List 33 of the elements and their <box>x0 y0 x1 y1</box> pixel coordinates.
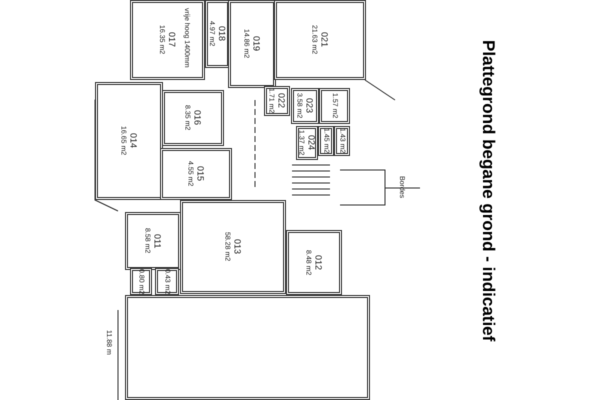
room-number: 016 <box>192 110 202 126</box>
room-outline <box>180 200 286 294</box>
room-outline <box>155 268 179 295</box>
room-number: 013 <box>232 239 242 255</box>
room-outline <box>125 295 370 400</box>
room-outline <box>125 212 181 270</box>
plan-title: Plattegrond begane grond - indicatief <box>478 40 498 342</box>
room-number: 018 <box>217 26 227 42</box>
room-outline <box>228 0 276 88</box>
room-outline <box>162 90 224 146</box>
room-number: 011 <box>152 234 162 248</box>
room-number: 024 <box>306 135 316 151</box>
room-outline <box>319 88 350 124</box>
room-number: 012 <box>314 254 324 270</box>
room-number: 015 <box>196 166 206 182</box>
room-outline <box>291 88 319 124</box>
room-number: 017 <box>167 32 177 48</box>
room-outline <box>160 148 232 200</box>
room-outline <box>205 0 230 68</box>
room-number: 021 <box>320 32 330 48</box>
room-outline <box>264 86 290 116</box>
room-outline <box>95 82 163 200</box>
room-outline <box>130 0 205 80</box>
room-number: 019 <box>252 36 262 52</box>
room-outline <box>318 126 334 156</box>
room-outline <box>130 268 152 295</box>
room-outline <box>296 126 318 160</box>
room-number: 014 <box>128 133 138 149</box>
room-number: 023 <box>304 98 314 114</box>
room-outline <box>274 0 366 80</box>
room-number: 022 <box>276 93 286 109</box>
room-outline <box>286 230 342 295</box>
room-outline <box>334 126 350 156</box>
